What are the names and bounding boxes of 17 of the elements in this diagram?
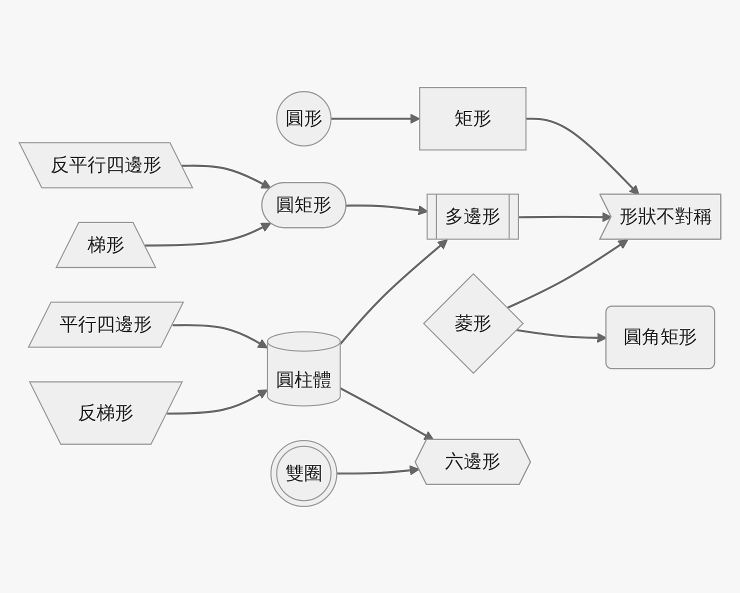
arrow <box>519 212 612 222</box>
arrow <box>340 386 434 440</box>
arrow <box>336 464 420 475</box>
arrow <box>506 238 628 308</box>
node-diamond: 菱形 <box>422 272 524 374</box>
node-circle: 圓形 <box>276 90 332 146</box>
arrow <box>516 328 607 342</box>
arrow <box>526 117 640 195</box>
arrow <box>339 238 448 344</box>
arrow <box>331 113 420 124</box>
node-box: 矩形 <box>419 86 527 150</box>
node-circle: 雙圈 <box>270 440 338 506</box>
arrow <box>172 324 268 348</box>
arrow <box>144 222 272 246</box>
arrow <box>167 388 268 414</box>
arrow <box>346 204 428 215</box>
arrow <box>182 164 272 188</box>
